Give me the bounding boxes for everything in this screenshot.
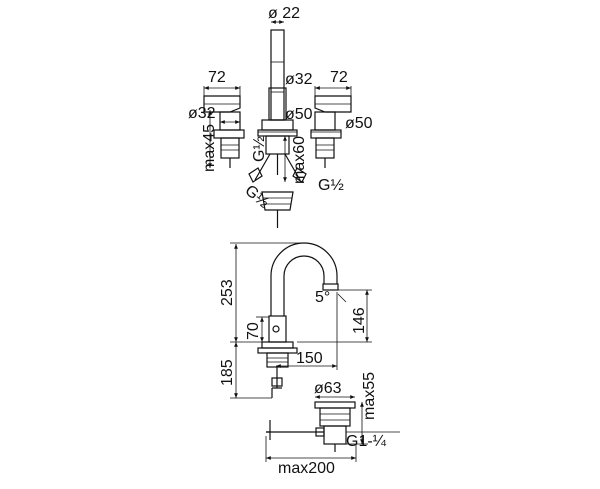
drain-height-label: max55: [361, 372, 378, 420]
drain-assembly: [266, 401, 356, 452]
side-dimensions: [230, 242, 400, 462]
rod-length-label: max200: [278, 460, 335, 477]
reach-label: 150: [296, 350, 323, 367]
left-valve-diameter-label: ø32: [188, 105, 216, 122]
spout-tube: [268, 29, 287, 121]
left-valve-height-label: max45: [201, 124, 218, 172]
drain-thread-label: G1-¼: [346, 433, 387, 450]
drain-diameter-label: ø63: [314, 380, 342, 397]
below-deck-label: 185: [219, 359, 236, 386]
max-length-label: max60: [291, 136, 308, 184]
outlet-angle-label: 5°: [315, 289, 330, 306]
spout-arc: [270, 242, 339, 316]
thread-lower-label: G½: [241, 182, 272, 212]
side-view: 253 146 5° 70 150 185 ø63 max55 G1-¼ max…: [219, 242, 400, 477]
spout-diameter-label: ø 22: [268, 5, 300, 22]
spout-body-diameter-label: ø32: [285, 71, 313, 88]
handle-width-left-label: 72: [208, 69, 226, 86]
total-height-label: 253: [219, 279, 236, 306]
body-height-label: 70: [245, 322, 262, 340]
thread-right-label: G½: [318, 177, 344, 194]
right-valve-diameter-label: ø50: [345, 115, 373, 132]
spout-body: [257, 315, 298, 398]
top-dimensions: [203, 20, 352, 182]
left-valve: [203, 95, 245, 168]
thread-center-label: G½: [251, 136, 268, 162]
top-view: ø 22 72 72 ø32 ø32 ø50 ø50 max45 G½ max6…: [188, 5, 373, 228]
handle-width-right-label: 72: [330, 69, 348, 86]
right-valve: [310, 95, 352, 168]
spout-base-diameter-label: ø50: [285, 106, 313, 123]
spout-base: [248, 119, 307, 228]
outlet-height-label: 146: [351, 307, 368, 334]
